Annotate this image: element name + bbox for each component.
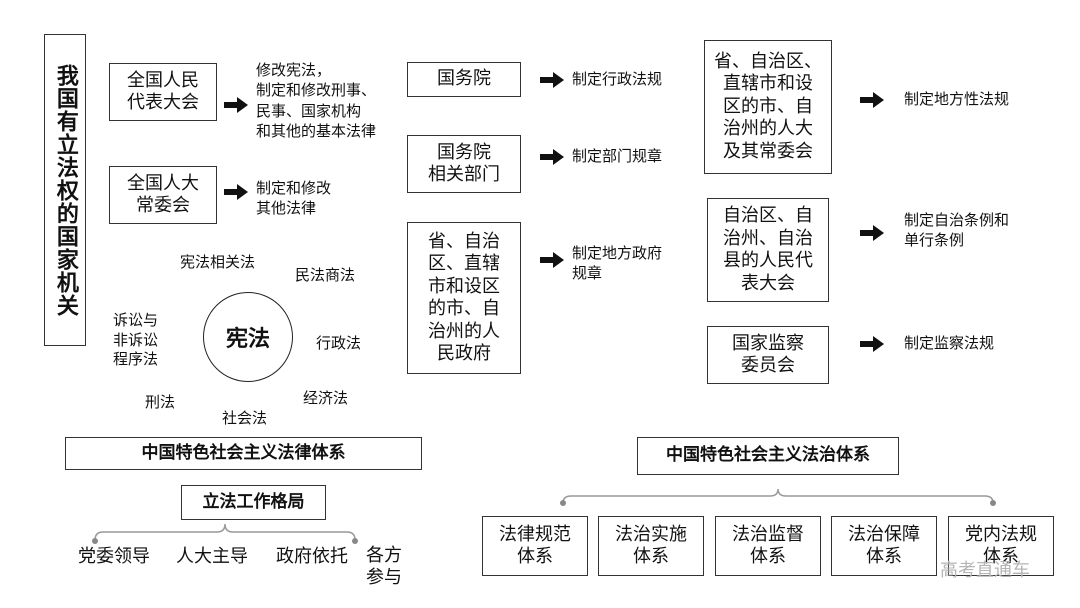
page-title: 我国有立法权的国家机关 <box>44 34 86 346</box>
npcsc-box: 全国人大 常委会 <box>109 166 217 224</box>
arrow-icon <box>540 72 564 88</box>
watermark: 高考直通车 <box>940 560 1030 581</box>
npcsc-description: 制定和修改 其他法律 <box>256 179 332 218</box>
npc-box: 全国人民 代表大会 <box>109 63 217 121</box>
npc-description: 修改宪法， 制定和修改刑事、 民事、国家机构 和其他的基本法律 <box>256 61 377 140</box>
law-branch-item: 民法商法 <box>295 266 356 284</box>
arrow-icon <box>224 97 248 113</box>
constitution-circle: 宪法 <box>203 292 293 382</box>
local-congress-box: 省、自治区、 直辖市和设 区的市、自 治州的人大 及其常委会 <box>704 40 832 174</box>
departments-box: 国务院 相关部门 <box>407 135 521 193</box>
legal-system-banner: 中国特色社会主义法律体系 <box>65 437 422 470</box>
arrow-icon <box>540 149 564 165</box>
rule-of-law-item: 法律规范 体系 <box>482 516 588 576</box>
supervision-commission-box: 国家监察 委员会 <box>707 326 829 384</box>
rule-of-law-item: 党内法规 体系 <box>948 516 1054 576</box>
rule-of-law-title: 中国特色社会主义法治体系 <box>637 437 899 475</box>
rule-of-law-bracket <box>560 488 996 506</box>
arrow-icon <box>860 92 884 108</box>
law-branch-item: 诉讼与 非诉讼 程序法 <box>113 311 159 368</box>
legislative-item: 各方 参与 <box>366 545 402 588</box>
law-branch-item: 社会法 <box>222 409 268 427</box>
state-council-description: 制定行政法规 <box>572 70 663 88</box>
rule-of-law-item: 法治保障 体系 <box>831 516 937 576</box>
local-congress-description: 制定地方性法规 <box>904 90 1010 108</box>
law-branch-item: 行政法 <box>316 334 362 352</box>
departments-description: 制定部门规章 <box>572 147 663 165</box>
supervision-commission-description: 制定监察法规 <box>904 334 995 352</box>
arrow-icon <box>860 336 884 352</box>
rule-of-law-item: 法治实施 体系 <box>598 516 704 576</box>
local-government-box: 省、自治 区、直辖 市和设区 的市、自 治州的人 民政府 <box>407 222 521 374</box>
rule-of-law-item: 法治监督 体系 <box>715 516 821 576</box>
arrow-icon <box>540 252 564 268</box>
legislative-pattern-title: 立法工作格局 <box>181 485 326 520</box>
legislative-item: 党委领导 <box>78 546 150 567</box>
arrow-icon <box>224 184 248 200</box>
law-branch-item: 刑法 <box>145 393 176 411</box>
legislative-item: 政府依托 <box>276 546 348 567</box>
law-branch-item: 宪法相关法 <box>180 253 256 271</box>
legislative-item: 人大主导 <box>176 546 248 567</box>
autonomous-congress-box: 自治区、自 治州、自治 县的人民代 表大会 <box>707 198 829 302</box>
state-council-box: 国务院 <box>407 62 521 97</box>
law-branch-item: 经济法 <box>303 389 349 407</box>
arrow-icon <box>860 225 884 241</box>
local-government-description: 制定地方政府 规章 <box>572 244 663 283</box>
autonomous-congress-description: 制定自治条例和 单行条例 <box>904 211 1010 250</box>
legislative-bracket <box>92 523 358 544</box>
